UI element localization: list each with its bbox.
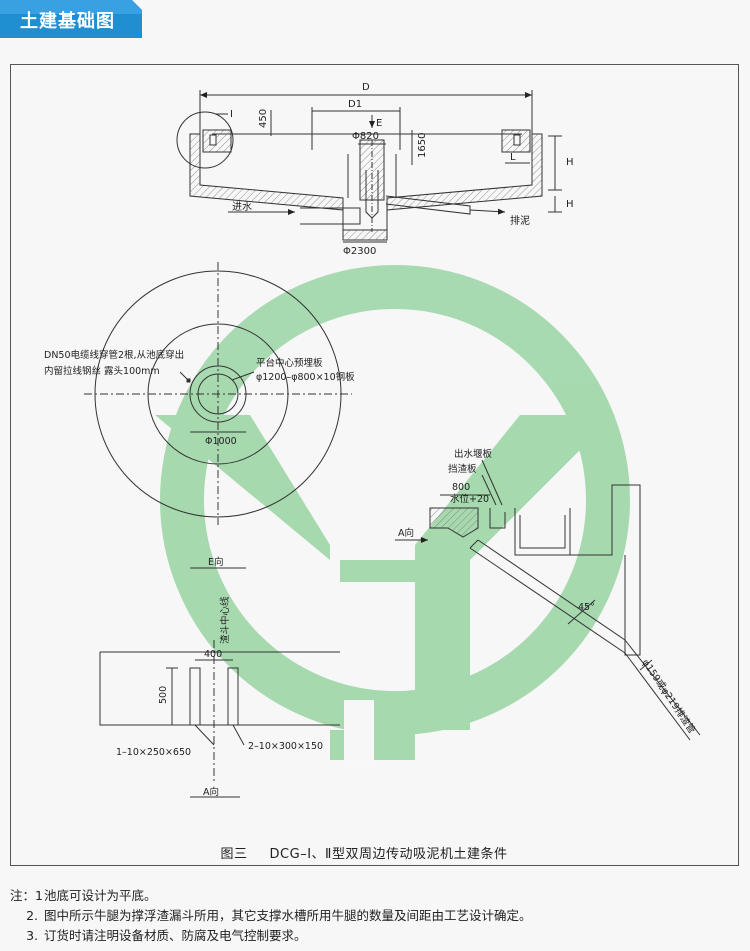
note-1-num: 注：1 [10, 888, 43, 903]
dim-450: 450 [258, 109, 269, 128]
note-3-text: 订货时请注明设备材质、防腐及电气控制要求。 [44, 928, 307, 943]
dim-phi2300: Φ2300 [343, 246, 376, 257]
plate-spec-1: 1–10×250×650 [116, 747, 191, 758]
water-level: 水位+20 [450, 493, 489, 505]
figure-caption: 图三 DCG–Ⅰ、Ⅱ型双周边传动吸泥机土建条件 [0, 843, 750, 862]
figure-title: DCG–Ⅰ、Ⅱ型双周边传动吸泥机土建条件 [269, 847, 508, 862]
dim-phi820: Φ820 [352, 131, 379, 142]
note-1-text: 池底可设计为平底。 [44, 888, 157, 903]
dim-H2: H [566, 199, 574, 210]
notes-section: 注：1池底可设计为平底。 2. 图中所示牛腿为撑浮渣漏斗所用，其它支撑水槽所用牛腿… [10, 886, 532, 946]
plate-note-line1: 平台中心预埋板 [256, 357, 323, 369]
slag-pipe-label: φ159或φ219排渣管 [640, 657, 698, 736]
plan-labels: DN50电缆线穿管2根,从池底穿出 内留拉线钢丝 露头100mm 平台中心预埋板… [44, 349, 355, 568]
angle-45: 45° [578, 602, 595, 613]
circle-ref: I [230, 109, 233, 120]
view-E: E [376, 118, 382, 129]
dim-500: 500 [158, 686, 169, 704]
plan-view [84, 262, 352, 569]
note-3-num: 3. [26, 928, 38, 943]
note-2: 2. 图中所示牛腿为撑浮渣漏斗所用，其它支撑水槽所用牛腿的数量及间距由工艺设计确定… [10, 906, 532, 926]
dim-L: L [510, 152, 516, 163]
dim-400: 400 [204, 649, 222, 660]
plate-note-line2: φ1200–φ800×10钢板 [256, 371, 355, 383]
note-2-num: 2. [26, 908, 38, 923]
note-1: 注：1池底可设计为平底。 [10, 886, 532, 906]
drawing-frame [10, 64, 739, 866]
A-direction-arrow-label: A向 [398, 527, 414, 539]
weir-detail [395, 459, 701, 741]
dim-1650: 1650 [417, 133, 428, 158]
view-E-label: E向 [208, 556, 224, 568]
figure-number: 图三 [220, 847, 248, 862]
note-2-text: 图中所示牛腿为撑浮渣漏斗所用，其它支撑水槽所用牛腿的数量及间距由工艺设计确定。 [44, 908, 532, 923]
slag-hopper-centerline: 渣斗中心线 [219, 596, 231, 644]
cable-note-line1: DN50电缆线穿管2根,从池底穿出 [44, 349, 184, 361]
section-labels: D D1 I 450 Φ820 E 1650 H L H 进水 排泥 Φ2300 [230, 82, 574, 257]
a-view-labels: 渣斗中心线 400 500 1–10×250×650 2–10×300×150 … [116, 596, 323, 798]
dim-phi1000: Φ1000 [205, 436, 237, 447]
dim-D: D [362, 82, 370, 93]
note-3: 3. 订货时请注明设备材质、防腐及电气控制要求。 [10, 926, 532, 946]
cable-note-line2: 内留拉线钢丝 露头100mm [44, 365, 160, 377]
dim-D1: D1 [348, 99, 362, 110]
outlet-label: 排泥 [510, 214, 530, 227]
baffle-label: 挡渣板 [448, 463, 477, 475]
inlet-label: 进水 [232, 201, 252, 213]
section-title: 土建基础图 [20, 11, 115, 32]
plate-spec-2: 2–10×300×150 [248, 741, 323, 752]
a-view [99, 640, 340, 798]
view-A-label: A向 [203, 786, 219, 798]
section-view [176, 90, 562, 243]
watermark-logo [155, 265, 630, 770]
header-tab [0, 0, 142, 38]
dim-800: 800 [452, 482, 470, 493]
weir-plate-label: 出水堰板 [454, 448, 493, 460]
dim-H: H [566, 157, 574, 168]
